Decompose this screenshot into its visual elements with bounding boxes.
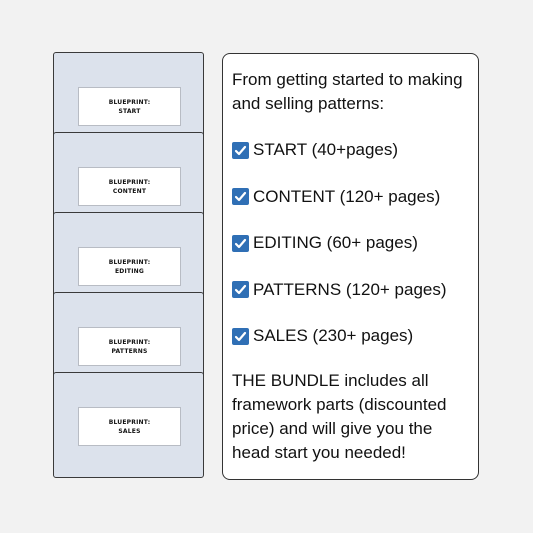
checkbox-checked-icon [232, 281, 249, 298]
cover-label: BLUEPRINT: SALES [78, 407, 181, 446]
list-item-label: EDITING (60+ pages) [253, 233, 418, 252]
list-item: PATTERNS (120+ pages) [232, 278, 468, 302]
blueprint-cover-sales: BLUEPRINT: SALES [53, 372, 204, 478]
intro-text: From getting started to making and selli… [232, 70, 463, 113]
blueprint-covers-stack: BLUEPRINT: START BLUEPRINT: CONTENT BLUE… [53, 52, 206, 480]
list-item-label: SALES (230+ pages) [253, 326, 414, 345]
list-item: SALES (230+ pages) [232, 324, 468, 348]
bundle-description-panel: From getting started to making and selli… [222, 53, 479, 480]
cover-label: BLUEPRINT: START [78, 87, 181, 126]
list-item: EDITING (60+ pages) [232, 231, 468, 255]
cover-label: BLUEPRINT: EDITING [78, 247, 181, 286]
checkbox-checked-icon [232, 234, 249, 252]
checkbox-checked-icon [232, 327, 249, 345]
cover-label-line1: BLUEPRINT: [108, 178, 151, 186]
cover-label-line2: CONTENT [112, 187, 147, 195]
list-item: CONTENT (120+ pages) [232, 185, 468, 209]
cover-label-line1: BLUEPRINT: [108, 98, 151, 106]
outro-text: THE BUNDLE includes all framework parts … [232, 370, 447, 462]
cover-label-line2: PATTERNS [111, 347, 148, 355]
cover-label-line1: BLUEPRINT: [108, 258, 151, 266]
cover-label-line2: EDITING [115, 267, 144, 275]
cover-label-line1: BLUEPRINT: [108, 338, 151, 346]
list-item-label: START (40+pages) [253, 140, 399, 159]
cover-label-line2: START [118, 107, 141, 115]
cover-label: BLUEPRINT: CONTENT [78, 167, 181, 206]
checkbox-checked-icon [232, 188, 249, 205]
list-item-label: PATTERNS (120+ pages) [253, 279, 447, 299]
cover-label: BLUEPRINT: PATTERNS [78, 327, 181, 366]
checkbox-checked-icon [232, 141, 249, 159]
list-item-label: CONTENT (120+ pages) [253, 186, 441, 206]
list-item: START (40+pages) [232, 138, 468, 162]
cover-label-line2: SALES [118, 427, 141, 435]
cover-label-line1: BLUEPRINT: [108, 418, 151, 426]
